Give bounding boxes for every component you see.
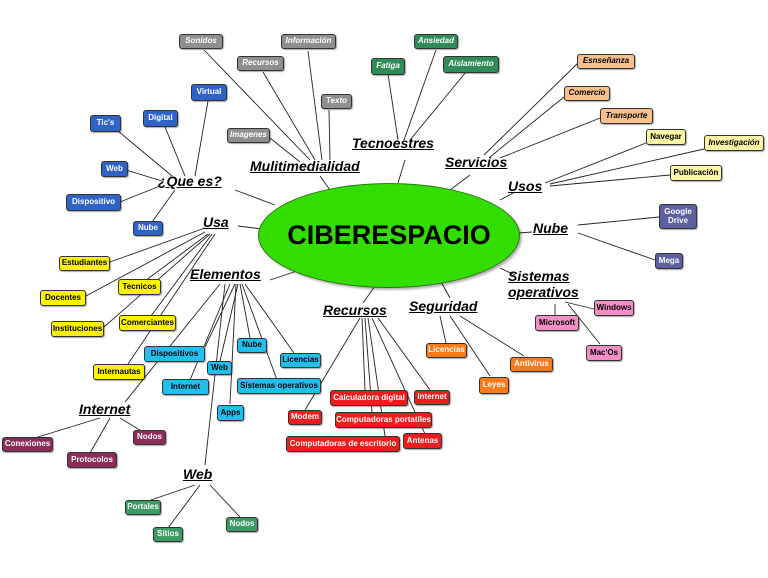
node-estudiantes: Estudiantes bbox=[59, 256, 110, 271]
node-transporte: Transporte bbox=[600, 108, 653, 124]
heading-web: Web bbox=[183, 466, 213, 482]
node-dispositivos: Dispositivos bbox=[144, 346, 205, 362]
node-licencias-seguridad: Licencias bbox=[426, 343, 467, 358]
node-google-drive: Google Drive bbox=[659, 204, 697, 229]
node-texto: Texto bbox=[321, 94, 352, 109]
node-aislamiento: Aislamiento bbox=[443, 56, 499, 73]
node-apps: Apps bbox=[217, 405, 244, 421]
heading-nube: Nube bbox=[533, 220, 568, 236]
heading-sistemas-operativos: Sistemas operativos bbox=[508, 268, 579, 301]
center-title: CIBERESPACIO bbox=[287, 220, 491, 250]
node-windows: Windows bbox=[594, 300, 634, 316]
node-sitios: Sitios bbox=[153, 527, 183, 542]
heading-usa: Usa bbox=[203, 214, 229, 230]
node-investigacion: Investigación bbox=[704, 135, 764, 151]
node-tecnicos: Tecnicos bbox=[118, 279, 161, 295]
node-virtual: Virtual bbox=[191, 84, 227, 101]
node-sonidos: Sonidos bbox=[179, 34, 223, 49]
heading-elementos: Elementos bbox=[190, 266, 261, 282]
heading-servicios: Servicios bbox=[445, 154, 508, 170]
node-computadoras-escritorio: Computadoras de escritorio bbox=[286, 436, 400, 452]
node-tics: Tic's bbox=[90, 115, 121, 132]
node-computadoras-portatiles: Computadoras portatiles bbox=[335, 412, 432, 428]
node-recursos-mm: Recursos bbox=[237, 56, 284, 71]
node-internautas: Internautas bbox=[93, 364, 145, 380]
node-web-elementos: Web bbox=[207, 361, 232, 375]
node-fatiga: Fatiga bbox=[371, 58, 405, 75]
node-instituciones: Instituciones bbox=[51, 321, 104, 337]
heading-recursos: Recursos bbox=[323, 302, 387, 318]
node-antivirus: Antivirus bbox=[510, 357, 553, 372]
node-modem: Modem bbox=[288, 410, 322, 425]
node-licencias-elementos: Licencias bbox=[280, 353, 321, 368]
center-node: CIBERESPACIO bbox=[258, 183, 520, 288]
node-leyes: Leyes bbox=[479, 377, 509, 394]
node-docentes: Docentes bbox=[40, 290, 86, 306]
node-ansiedad: Ansiedad bbox=[414, 34, 458, 49]
node-nube-elementos: Nube bbox=[237, 338, 267, 353]
node-protocolos: Protocolos bbox=[67, 452, 117, 468]
node-imagenes: Imagenes bbox=[227, 128, 270, 143]
heading-seguridad: Seguridad bbox=[409, 298, 478, 314]
heading-internet: Internet bbox=[79, 401, 131, 417]
node-calculadora-digital: Calculadora digital bbox=[330, 390, 408, 406]
node-mega: Mega bbox=[655, 253, 683, 269]
node-digital: Digital bbox=[143, 110, 178, 127]
heading-usos: Usos bbox=[508, 178, 543, 194]
node-dispositivo: Dispositivo bbox=[66, 194, 121, 211]
node-microsoft: Microsoft bbox=[535, 315, 579, 331]
node-internet-recursos: Internet bbox=[414, 390, 450, 405]
node-informacion: Información bbox=[281, 34, 336, 49]
node-navegar: Navegar bbox=[646, 129, 686, 145]
heading-que-es: ¿Que es? bbox=[158, 173, 222, 189]
node-macos: Mac'Os bbox=[586, 345, 622, 361]
node-comercio: Comercio bbox=[564, 86, 610, 101]
node-conexiones: Conexiones bbox=[2, 437, 53, 452]
node-nube-que-es: Nube bbox=[133, 221, 163, 236]
node-web-que-es: Web bbox=[101, 161, 128, 177]
node-ensenanza: Esnseñanza bbox=[577, 54, 635, 69]
node-publicacion: Publicación bbox=[670, 165, 722, 181]
node-internet-elementos: Internet bbox=[162, 379, 209, 395]
node-nodos-web: Nodos bbox=[226, 517, 258, 532]
heading-multimedialidad: Mulitimedialidad bbox=[250, 158, 360, 174]
node-comerciantes: Comerciantes bbox=[119, 315, 176, 331]
node-antenas: Antenas bbox=[403, 433, 442, 449]
heading-tecnoestres: Tecnoestres bbox=[352, 135, 434, 151]
node-sistemas-operativos: Sistemas operativos bbox=[237, 378, 321, 394]
node-nodos-internet: Nodos bbox=[133, 430, 166, 445]
node-portales: Portales bbox=[125, 500, 161, 515]
